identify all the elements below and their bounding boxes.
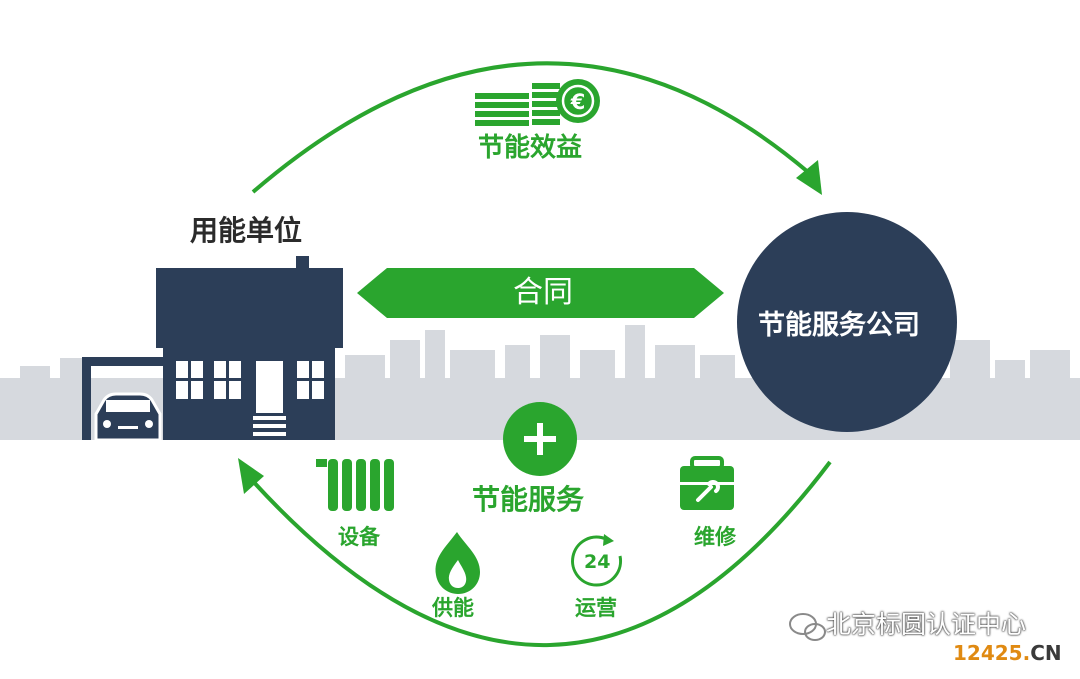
- radiator-icon: [316, 459, 394, 511]
- service-arrowhead: [238, 458, 264, 494]
- watermark-site-tld: CN: [1030, 641, 1062, 665]
- esco-label: 节能服务公司: [758, 310, 920, 341]
- service-arrow-arc: [248, 460, 832, 648]
- benefit-arrowhead: [796, 160, 822, 195]
- watermark-account: 北京标圆认证中心: [826, 610, 1027, 639]
- service-maintenance-label: 维修: [694, 524, 736, 549]
- contract-label: 合同: [513, 275, 573, 310]
- client-label: 用能单位: [190, 214, 303, 247]
- car-icon: [94, 392, 162, 442]
- plus-circle-icon: [503, 402, 577, 476]
- watermark-site-dot: .: [1022, 641, 1031, 665]
- house-icon: [82, 256, 343, 440]
- svg-text:€: €: [570, 90, 586, 114]
- flame-icon: [435, 532, 480, 594]
- toolbox-icon: [680, 456, 734, 510]
- contract-double-arrow: [357, 268, 724, 318]
- clock-24-badge: 24: [584, 551, 611, 573]
- esco-circle: [737, 212, 957, 432]
- service-operation-label: 运营: [575, 595, 617, 620]
- service-supply-label: 供能: [432, 595, 474, 620]
- watermark-site: 12425.CN: [953, 643, 1062, 663]
- service-equipment-label: 设备: [338, 524, 380, 549]
- euro-coin-icon: €: [561, 84, 595, 118]
- benefit-arrow-arc: [251, 61, 810, 194]
- service-label: 节能服务: [472, 483, 585, 516]
- watermark-site-num: 12425: [953, 641, 1023, 665]
- clock-24-icon: [571, 534, 623, 587]
- benefit-label: 节能效益: [478, 133, 583, 163]
- wechat-logo-icon: [789, 613, 826, 641]
